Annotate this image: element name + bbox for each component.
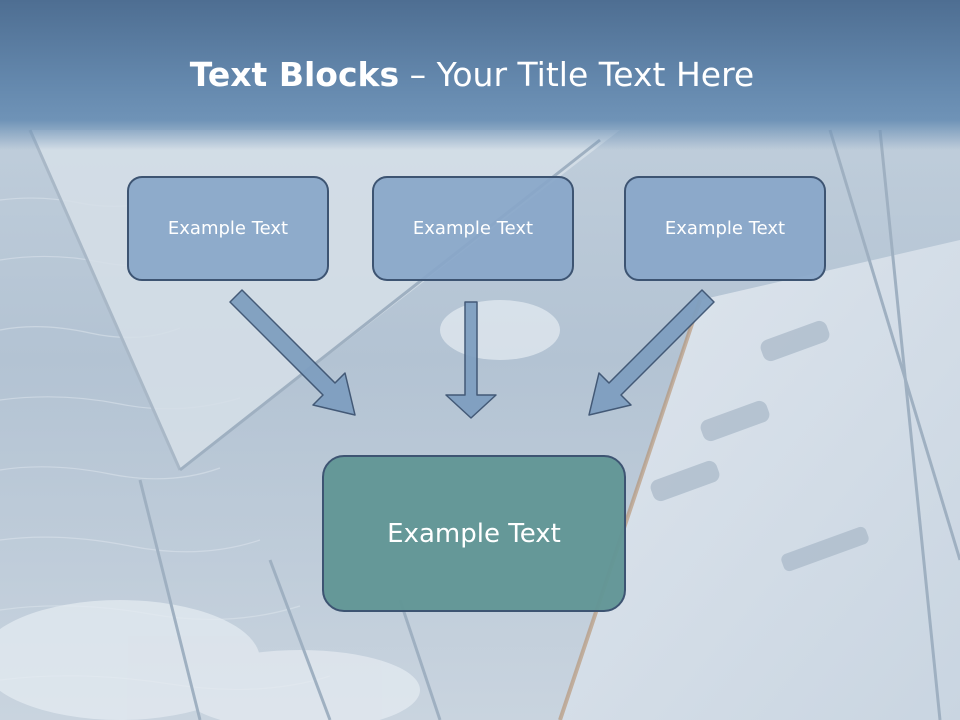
text-block-top-left[interactable]: Example Text: [127, 176, 329, 281]
slide-title-rest: – Your Title Text Here: [399, 55, 755, 94]
slide-title-bold: Text Blocks: [189, 55, 400, 94]
text-block-top-center[interactable]: Example Text: [372, 176, 574, 281]
text-block-main[interactable]: Example Text: [322, 455, 626, 612]
arrow-center-down: [445, 301, 497, 419]
slide-title: Text Blocks – Your Title Text Here: [0, 52, 944, 98]
arrow-right-diagonal: [588, 289, 715, 416]
text-block-top-right[interactable]: Example Text: [624, 176, 826, 281]
arrow-left-diagonal: [229, 289, 356, 416]
title-band: [0, 0, 960, 150]
